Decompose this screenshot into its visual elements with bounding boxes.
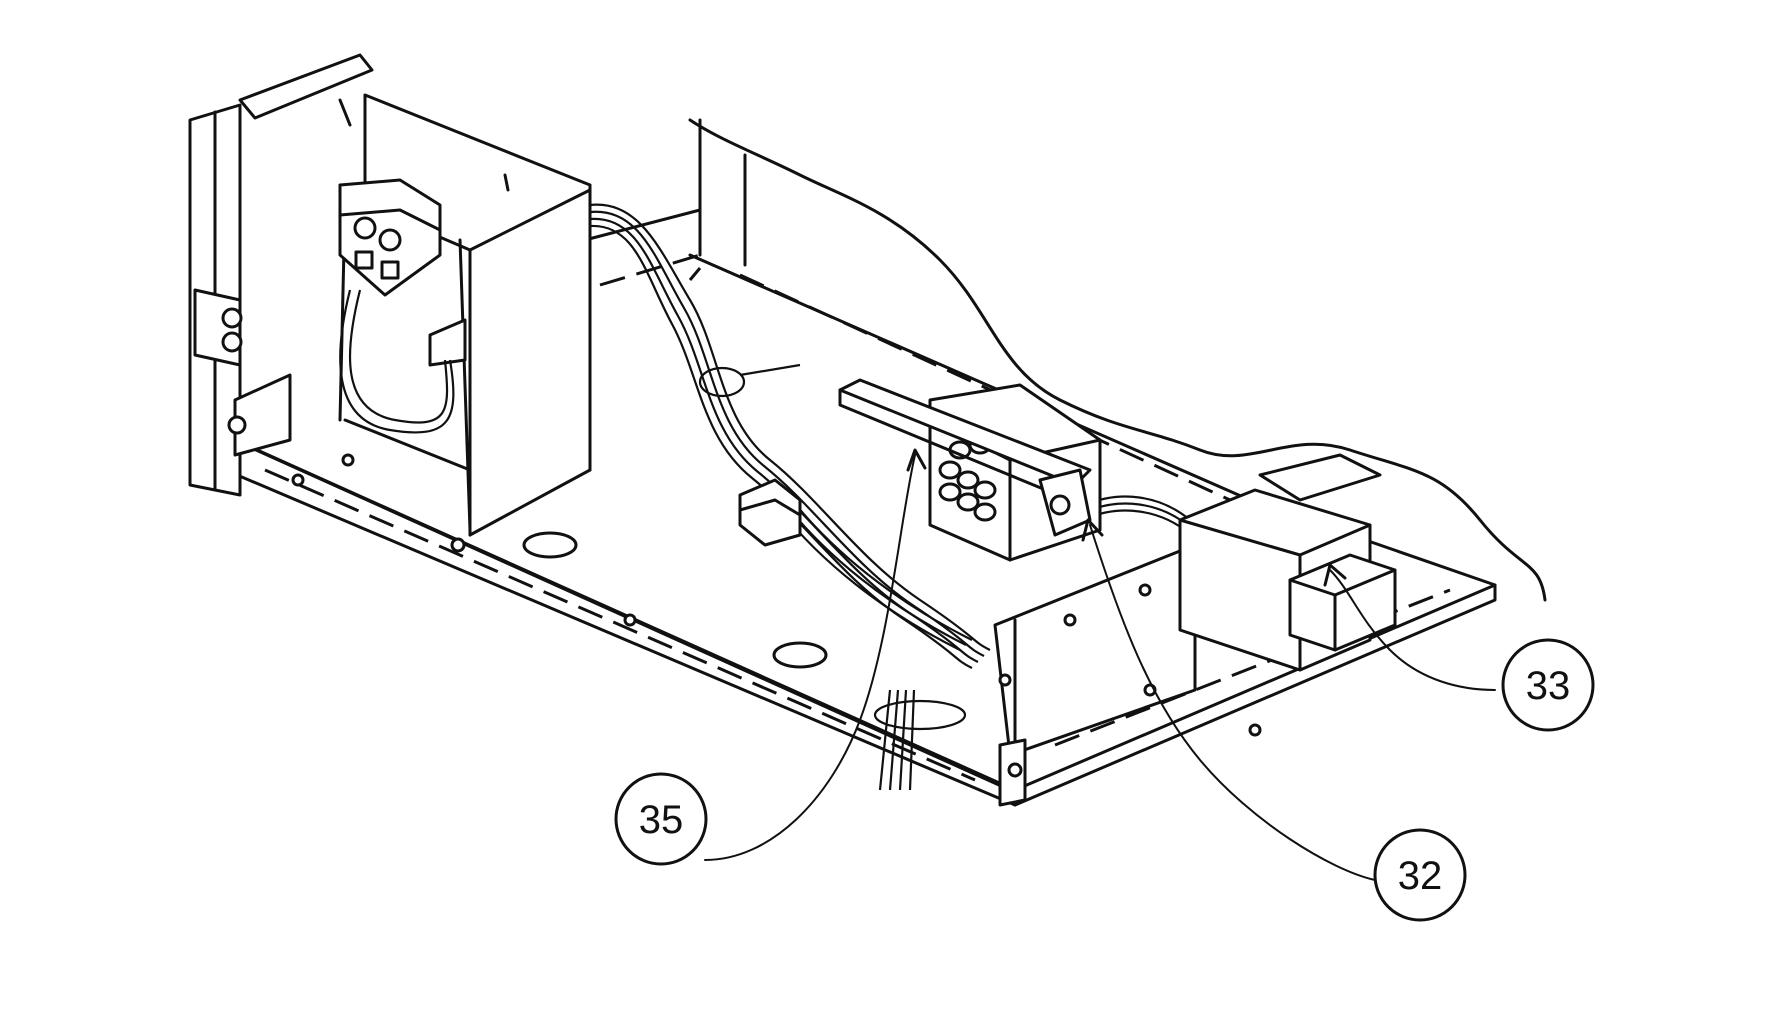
callout-33: 33 (1501, 638, 1595, 732)
back-wall-cutaway (688, 118, 1547, 602)
left-side-panel (188, 53, 374, 497)
front-panel-plate (993, 543, 1197, 807)
callout-32: 32 (1373, 828, 1467, 922)
callout-35: 35 (614, 772, 708, 866)
callout-35-label: 35 (639, 798, 684, 842)
wire-harness (339, 203, 1191, 791)
leader-35 (704, 454, 916, 861)
transformer (1178, 453, 1397, 672)
callout-33-label: 33 (1526, 664, 1571, 708)
callout-32-label: 32 (1398, 854, 1443, 898)
leader-lines (704, 448, 1496, 881)
left-electrical-box (338, 93, 592, 553)
leader-32 (1089, 524, 1376, 881)
leader-33 (1329, 569, 1496, 691)
junction-box (838, 378, 1102, 562)
chassis-tray (188, 208, 1497, 807)
